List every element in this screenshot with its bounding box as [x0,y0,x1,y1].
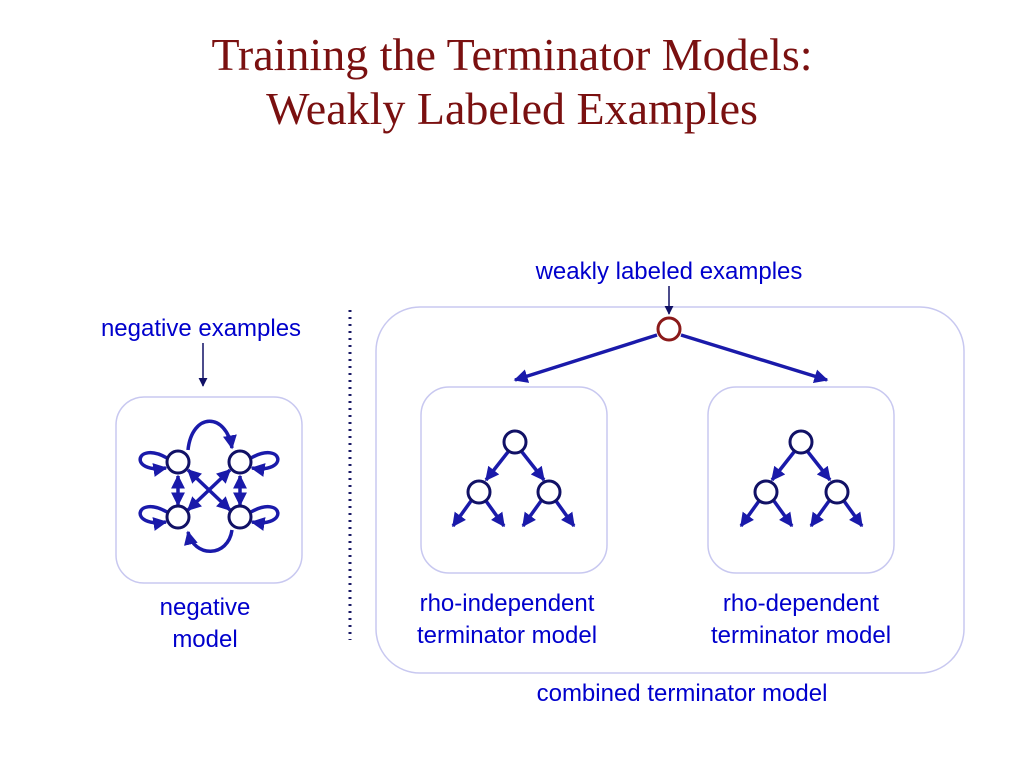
slide-title-line-2: Weakly Labeled Examples [266,83,758,134]
combined-model-label: combined terminator model [536,680,828,707]
rho-independent-model-box [420,386,608,574]
negative-self-loop-bottom-left [138,505,168,531]
negative-self-loop-top-right [250,451,280,477]
rho-dependent-edge-left-out [739,499,761,528]
rho-dependent-model-box [707,386,895,574]
rho-independent-edge-root-left [484,450,510,482]
rho-independent-edge-right-out [554,499,576,528]
rho-dependent-left-node [753,479,779,505]
rho-dependent-edge-left-cross [772,499,794,528]
rho-independent-label-line-2: terminator model [416,622,598,649]
negative-model-label: negative model [100,592,310,656]
rho-independent-label-line-1: rho-independent [419,590,595,617]
rho-dependent-edge-root-right [806,450,832,482]
negative-node-bottom-left [165,504,191,530]
rho-dependent-tree [739,429,864,528]
combined-root-node [656,316,682,342]
rho-independent-edge-right-cross [521,499,543,528]
slide-title-line-1: Training the Terminator Models: [211,29,813,80]
negative-model-graph [138,419,280,553]
rho-independent-edge-left-out [451,499,473,528]
rho-dependent-label-line-1: rho-dependent [722,590,880,617]
rho-independent-edge-root-right [520,450,546,482]
rho-independent-tree [451,429,576,528]
negative-model-label-line-1: negative [159,594,251,621]
rho-dependent-root-node [788,429,814,455]
weakly-labeled-examples-label: weakly labeled examples [535,258,803,285]
rho-independent-root-node [502,429,528,455]
rho-dependent-right-node [824,479,850,505]
root-to-rho-dependent-edge [680,333,829,383]
negative-node-bottom-right [227,504,253,530]
negative-top-arc [186,419,237,451]
negative-self-loop-bottom-right [250,505,280,531]
rho-independent-edge-left-cross [484,499,506,528]
negative-model-label-line-2: model [172,626,238,653]
rho-dependent-edge-root-left [770,450,796,482]
rho-dependent-edge-right-cross [809,499,831,528]
negative-self-loop-top-left [138,451,168,477]
rho-independent-model-label: rho-independent terminator model [372,588,642,652]
rho-dependent-label-line-2: terminator model [710,622,892,649]
negative-bottom-arc [184,529,234,553]
rho-dependent-edge-right-out [842,499,864,528]
rho-independent-left-node [466,479,492,505]
negative-node-top-right [227,449,253,475]
root-to-rho-independent-edge [513,333,658,383]
negative-diagonal-edge-2 [186,468,232,512]
negative-node-top-left [165,449,191,475]
rho-independent-right-node [536,479,562,505]
negative-model-box [115,396,303,584]
negative-examples-label: negative examples [100,315,302,342]
slide-title: Training the Terminator Models: Weakly L… [0,28,1024,136]
rho-dependent-model-label: rho-dependent terminator model [666,588,936,652]
